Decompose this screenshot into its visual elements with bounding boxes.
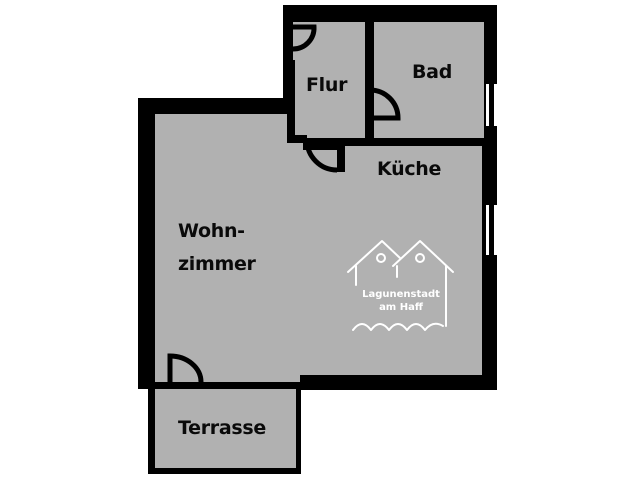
doors — [167, 24, 401, 383]
bad-door — [369, 87, 401, 121]
room-label-kueche: Küche — [377, 158, 442, 180]
two-houses-waves-icon — [347, 240, 454, 331]
interior-walls — [283, 5, 485, 172]
flur-door — [304, 139, 338, 173]
logo-text-line1: Lagunenstadt — [362, 289, 440, 300]
logo-text-line2: am Haff — [379, 302, 423, 313]
room-label-wohnzimmer-1: Wohn- — [178, 220, 245, 242]
room-label-terrasse: Terrasse — [178, 417, 266, 439]
windows — [486, 84, 497, 255]
room-label-bad: Bad — [412, 61, 453, 83]
floors — [155, 22, 484, 382]
room-label-wohnzimmer-2: zimmer — [178, 253, 256, 275]
terrasse-area — [148, 384, 301, 474]
entry-door — [292, 24, 317, 52]
terrasse-door — [167, 353, 204, 383]
room-label-flur: Flur — [306, 74, 348, 96]
